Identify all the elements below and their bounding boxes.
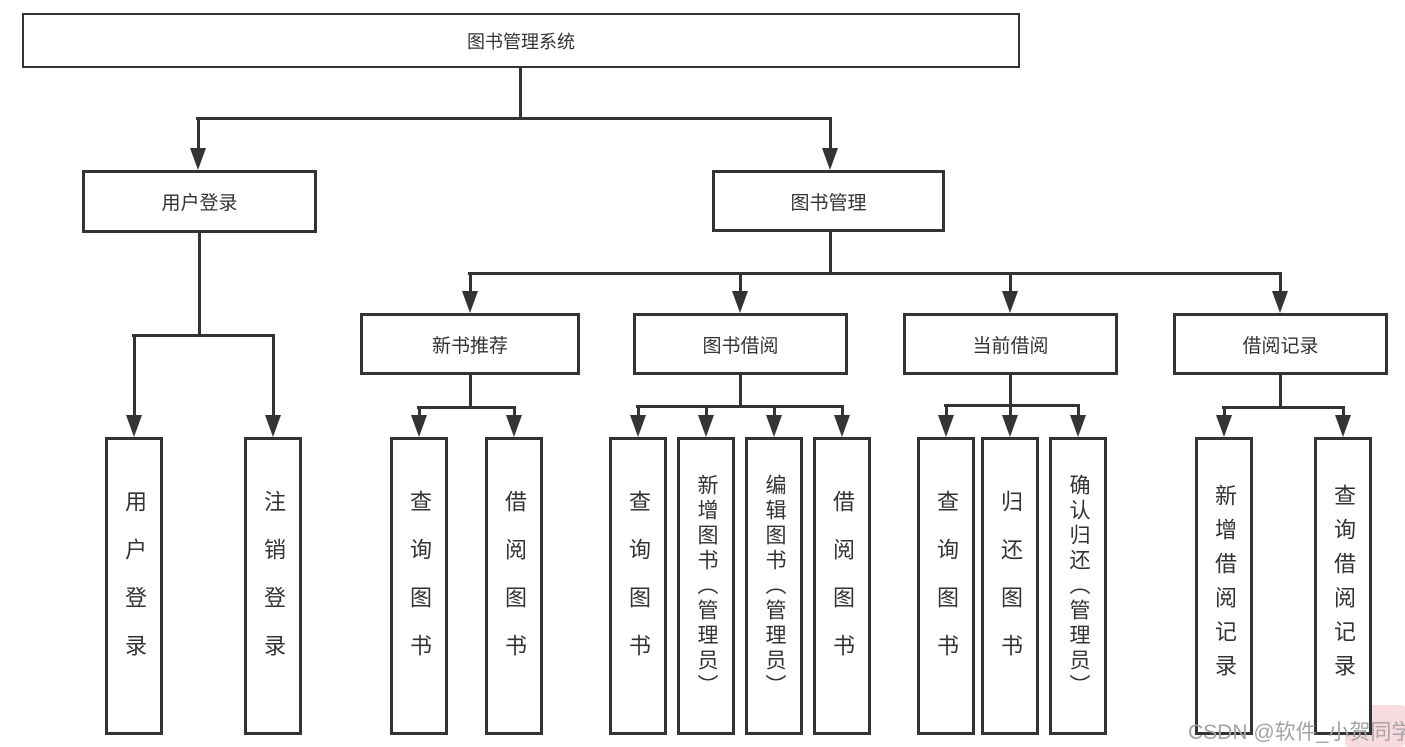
connector-line [133,335,136,419]
connector-line [1279,273,1282,295]
arrow-down-icon [190,148,206,170]
arrow-down-icon [506,415,522,437]
connector-line [469,374,472,409]
connector-line [1222,406,1345,409]
connector-line [519,66,522,120]
connector-line [513,407,516,419]
leaf-edit-book-admin: 编辑图书（管理员） [745,437,803,735]
leaf-query-books-recommend: 查询图书 [390,437,448,735]
connector-line [469,273,472,295]
connector-line [945,405,948,419]
connector-line [739,273,742,295]
leaf-confirm-return-admin: 确认归还（管理员） [1049,437,1107,735]
arrow-down-icon [732,291,748,313]
arrow-down-icon [1216,415,1232,437]
connector-line [1279,374,1282,409]
leaf-user-login: 用户登录 [105,437,163,735]
node-book-borrowing: 图书借阅 [633,313,848,375]
node-borrowing-records: 借阅记录 [1173,313,1388,375]
arrow-down-icon [462,291,478,313]
leaf-add-book-admin: 新增图书（管理员） [677,437,735,735]
arrow-down-icon [126,415,142,437]
leaf-query-books-borrowing: 查询图书 [609,437,667,735]
connector-line [1077,405,1080,419]
arrow-down-icon [411,415,427,437]
arrow-down-icon [630,415,646,437]
arrow-down-icon [766,415,782,437]
arrow-down-icon [1335,415,1351,437]
arrow-down-icon [834,415,850,437]
connector-line [196,117,832,120]
connector-line [944,404,1080,407]
connector-line [1223,407,1226,419]
arrow-down-icon [265,415,281,437]
arrow-down-icon [822,148,838,170]
connector-line [773,406,776,419]
leaf-logout: 注销登录 [244,437,302,735]
node-user-login: 用户登录 [82,170,317,233]
watermark-text: CSDN @软件_小贺同学 [1188,721,1405,744]
arrow-down-icon [1272,291,1288,313]
node-new-book-recommendation: 新书推荐 [360,313,580,375]
connector-line [197,118,200,152]
connector-line [1342,407,1345,419]
node-library-management-system: 图书管理系统 [22,13,1020,68]
connector-line [198,232,201,337]
connector-line [705,406,708,419]
connector-line [418,407,421,419]
connector-line [1009,374,1012,407]
node-book-management: 图书管理 [712,170,945,232]
connector-line [132,334,275,337]
connector-line [1009,405,1012,419]
arrow-down-icon [1002,415,1018,437]
connector-line [272,335,275,419]
connector-line [829,118,832,152]
leaf-return-books: 归还图书 [981,437,1039,735]
connector-line [468,272,1282,275]
connector-line [636,405,844,408]
node-current-borrowing: 当前借阅 [903,313,1118,375]
connector-line [841,406,844,419]
connector-line [739,374,742,408]
leaf-borrow-books-borrowing: 借阅图书 [813,437,871,735]
connector-line [1009,273,1012,295]
leaf-borrow-books-recommend: 借阅图书 [485,437,543,735]
leaf-query-books-current: 查询图书 [917,437,975,735]
arrow-down-icon [938,415,954,437]
connector-line [637,406,640,419]
arrow-down-icon [698,415,714,437]
connector-line [417,406,516,409]
connector-line [829,231,832,275]
leaf-add-borrow-record: 新增借阅记录 [1195,437,1253,735]
arrow-down-icon [1070,415,1086,437]
leaf-query-borrow-record: 查询借阅记录 [1314,437,1372,735]
arrow-down-icon [1002,291,1018,313]
